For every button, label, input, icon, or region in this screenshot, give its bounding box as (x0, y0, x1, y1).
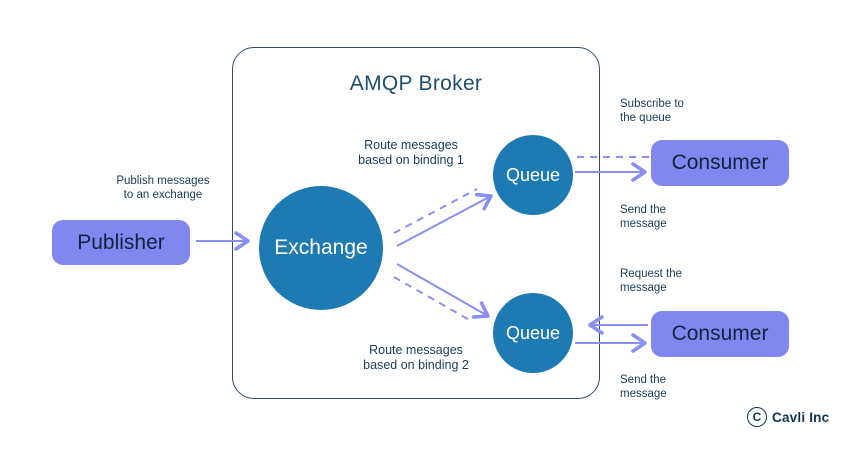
cavli-logo-text: Cavli Inc (772, 409, 830, 425)
broker-title: AMQP Broker (349, 72, 483, 95)
queue-bottom-label: Queue (505, 322, 561, 343)
consumer-bottom-label: Consumer (671, 322, 769, 345)
cavli-logo-letter: C (752, 410, 762, 424)
label-send-message-top: Send the message (620, 204, 667, 230)
cavli-logo-icon: C (747, 407, 767, 427)
label-subscribe-to-queue: Subscribe to the queue (620, 98, 684, 124)
publisher-label: Publisher (77, 230, 165, 254)
queue-bottom-node: Queue (493, 293, 573, 373)
label-send-message-bottom: Send the message (620, 374, 667, 400)
cavli-logo: C Cavli Inc (747, 407, 829, 427)
label-request-message: Request the message (620, 268, 683, 294)
exchange-node: Exchange (259, 186, 383, 310)
consumer-bottom-node: Consumer (651, 311, 789, 357)
consumer-top-node: Consumer (651, 140, 789, 186)
label-route-binding-2: Route messages based on binding 2 (363, 343, 469, 372)
publisher-node: Publisher (52, 220, 190, 265)
queue-top-node: Queue (493, 135, 573, 215)
label-route-binding-1: Route messages based on binding 1 (358, 138, 464, 167)
queue-top-label: Queue (505, 164, 561, 185)
consumer-top-label: Consumer (671, 151, 769, 174)
exchange-label: Exchange (274, 236, 368, 259)
label-publish-messages: Publish messages to an exchange (116, 175, 210, 201)
